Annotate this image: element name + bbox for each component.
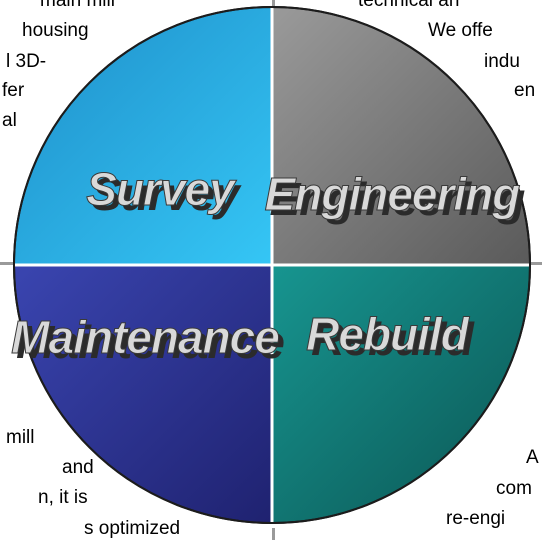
label-survey-shadow: Survey: [91, 168, 242, 220]
divider-line-bottom: [272, 528, 275, 540]
fragment-line: We offe: [428, 20, 493, 41]
divider-line-top: [272, 0, 275, 10]
divider-line-left: [0, 262, 20, 265]
quadrant-rebuild: [271, 264, 532, 525]
wheel-outline: [13, 6, 531, 524]
label-engineering: Engineering Engineering: [264, 168, 526, 226]
fragment-line: mill: [6, 427, 35, 448]
fragment-line: technical an: [358, 0, 460, 11]
fragment-line: com: [496, 478, 532, 499]
label-engineering-shadow: Engineering: [270, 173, 526, 225]
label-engineering-face: Engineering: [265, 168, 521, 220]
fragment-line: and: [62, 457, 94, 478]
label-survey: Survey Survey: [86, 163, 243, 221]
label-maintenance-face: Maintenance: [11, 311, 279, 363]
fragment-line: en: [514, 80, 536, 101]
label-maintenance: Maintenance Maintenance: [11, 311, 286, 369]
fragment-line: main mill: [40, 0, 115, 11]
fragment-line: housing: [22, 20, 89, 41]
fragment-line: A: [526, 447, 539, 468]
label-rebuild-shadow: Rebuild: [311, 313, 475, 365]
fragment-line: re-engi: [446, 508, 506, 529]
fragment-line: l 3D-: [6, 51, 47, 72]
quadrant-engineering: [271, 5, 532, 266]
fragment-line: s optimized: [84, 518, 181, 539]
quadrant-maintenance: [12, 264, 273, 525]
label-rebuild-face: Rebuild: [306, 308, 470, 360]
quadrant-survey: [12, 5, 273, 266]
fragment-line: n, it is: [38, 487, 88, 508]
label-rebuild: Rebuild Rebuild: [306, 308, 476, 366]
fragment-line: al: [2, 110, 17, 131]
fragment-line: fer: [2, 80, 25, 101]
fragment-line: indu: [484, 51, 520, 72]
divider-line-right: [522, 262, 542, 265]
label-maintenance-shadow: Maintenance: [16, 316, 284, 368]
label-survey-face: Survey: [86, 163, 237, 215]
